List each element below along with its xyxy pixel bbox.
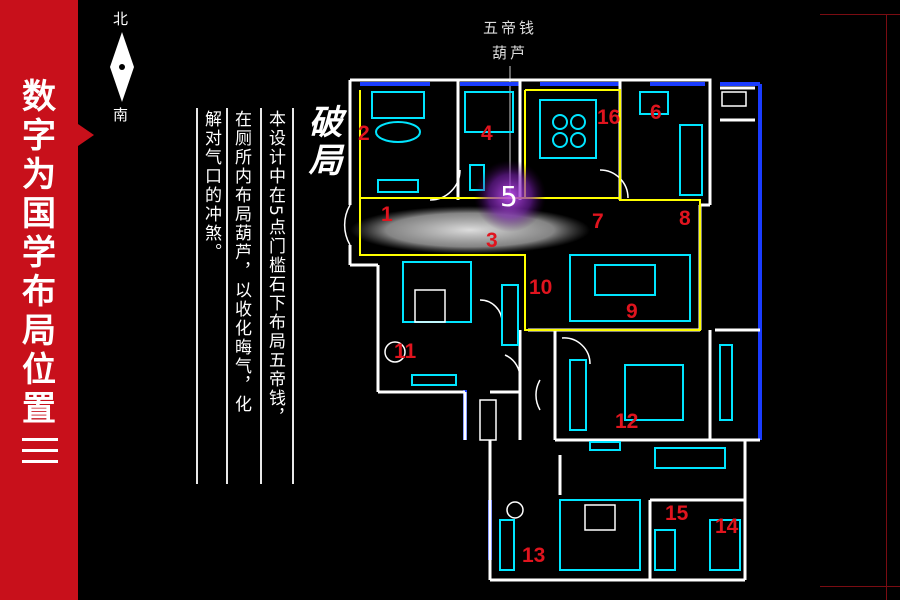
label-13: 13 [522, 544, 546, 567]
sidebar-title: 数字为国学布局位置 [22, 77, 56, 429]
frame-line-bottom [820, 586, 900, 587]
label-14: 14 [715, 515, 739, 538]
description-col-2: 在厕所内布局葫芦，以收化晦气，化 [231, 110, 251, 414]
label-9: 9 [626, 300, 638, 323]
sidebar-pointer-icon [78, 124, 94, 146]
callout-line-2: 葫芦 [491, 44, 528, 62]
label-16: 16 [597, 106, 621, 129]
description-col-1: 本设计中在5点门槛石下布局五帝钱， [265, 110, 285, 427]
callout: 五帝钱 葫芦 [462, 16, 558, 66]
divider [292, 108, 294, 484]
label-8: 8 [679, 207, 691, 230]
divider [196, 108, 198, 484]
label-1: 1 [381, 203, 393, 226]
purple-glow [474, 160, 546, 232]
frame-line-right [886, 14, 887, 600]
divider [226, 108, 228, 484]
fixtures [384, 91, 747, 531]
furniture [371, 91, 741, 571]
frame-line-top [820, 14, 900, 15]
label-3: 3 [486, 229, 498, 252]
description-col-3: 解对气口的冲煞。 [201, 110, 221, 262]
menu-lines-icon [22, 438, 58, 471]
label-2: 2 [358, 122, 370, 145]
label-10: 10 [529, 276, 553, 299]
label-6: 6 [650, 101, 662, 124]
callout-line-1: 五帝钱 [482, 19, 537, 37]
compass-icon [110, 32, 134, 102]
divider [260, 108, 262, 484]
sidebar: 数字为国学布局位置 [0, 0, 78, 600]
compass-north-label: 北 [113, 10, 129, 28]
label-7: 7 [592, 210, 604, 233]
label-11: 11 [394, 340, 417, 363]
compass-south-label: 南 [113, 106, 129, 124]
label-15: 15 [665, 502, 689, 525]
heading: 破局 [302, 104, 342, 180]
label-5: 5 [500, 180, 518, 213]
label-12: 12 [615, 410, 639, 433]
label-4: 4 [481, 122, 493, 145]
